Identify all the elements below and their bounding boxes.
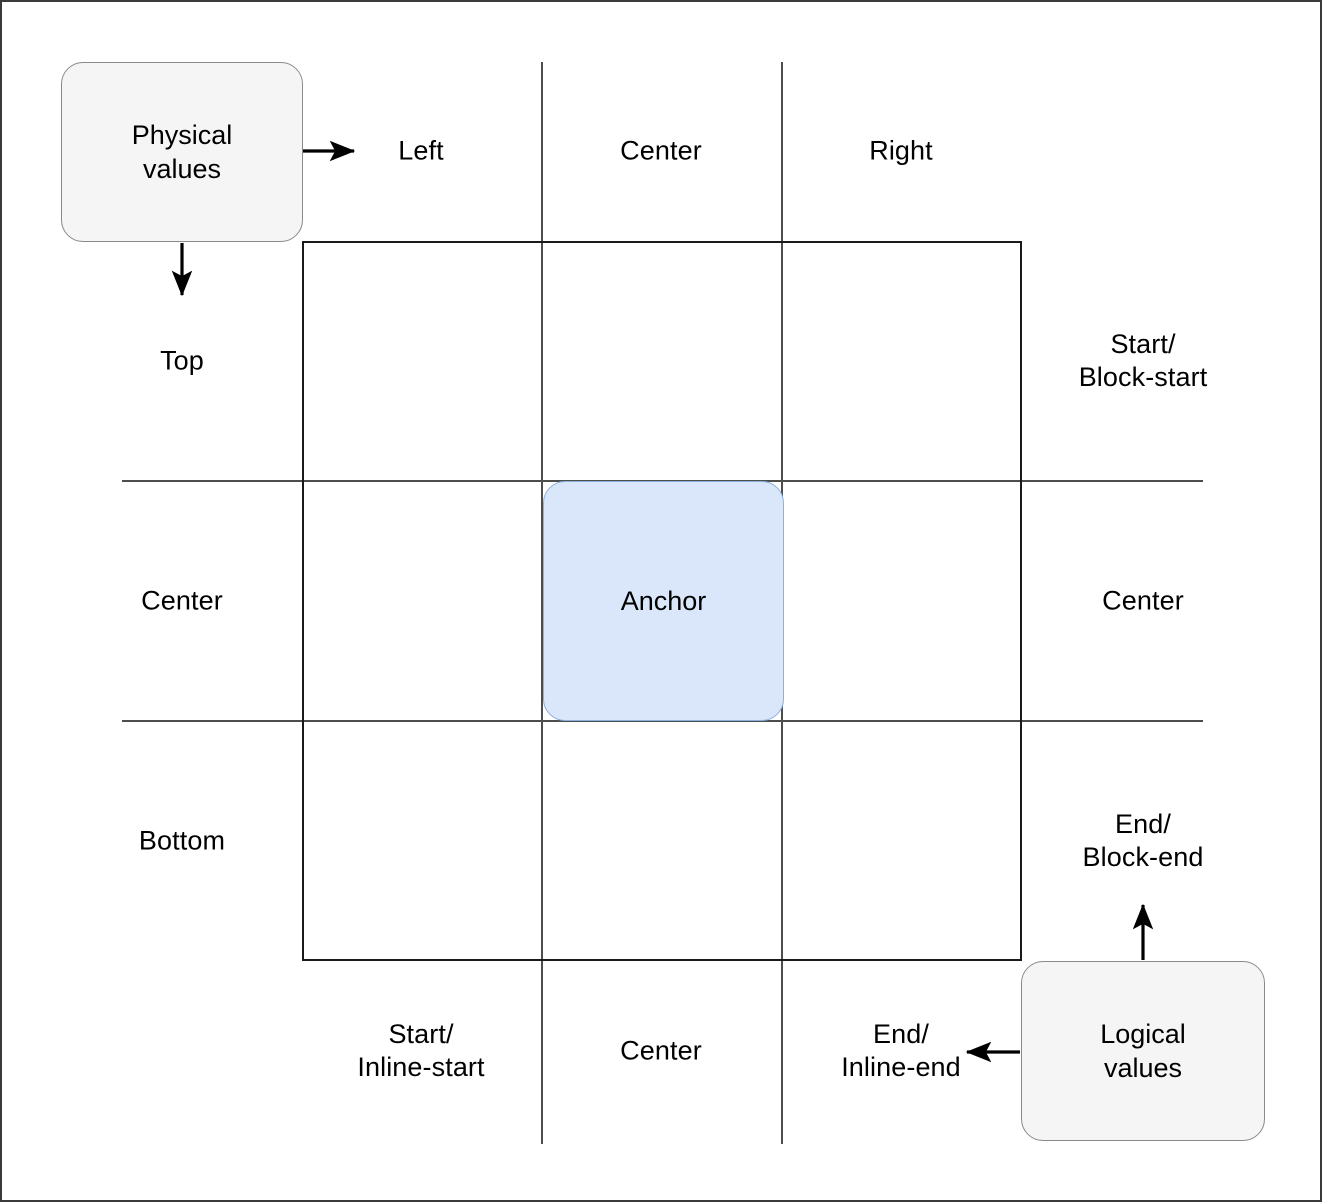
label-left-top: Top [160, 345, 204, 376]
grid-vline-left [541, 62, 543, 1144]
logical-values-box[interactable]: Logical values [1021, 961, 1265, 1141]
label-bottom-inline-start: Start/ Inline-start [357, 1019, 485, 1082]
label-left-bottom: Bottom [138, 825, 226, 856]
label-right-block-end: End/ Block-end [1082, 809, 1204, 872]
label-left-center: Center [141, 585, 223, 616]
label-bottom-center: Center [620, 1035, 702, 1066]
logical-values-label: Logical values [1100, 1019, 1186, 1083]
anchor-element[interactable]: Anchor [543, 481, 784, 721]
anchor-label: Anchor [620, 586, 707, 616]
containing-block-rect [302, 241, 1022, 961]
grid-hline-bottom [122, 720, 1203, 722]
label-top-center: Center [620, 135, 702, 166]
label-top-right: Right [869, 135, 933, 166]
label-bottom-inline-end: End/ Inline-end [841, 1019, 961, 1082]
label-right-center: Center [1102, 585, 1184, 616]
label-top-left: Left [398, 135, 444, 166]
label-right-block-start: Start/ Block-start [1078, 329, 1208, 392]
physical-values-label: Physical values [131, 120, 233, 184]
physical-values-box[interactable]: Physical values [61, 62, 303, 242]
